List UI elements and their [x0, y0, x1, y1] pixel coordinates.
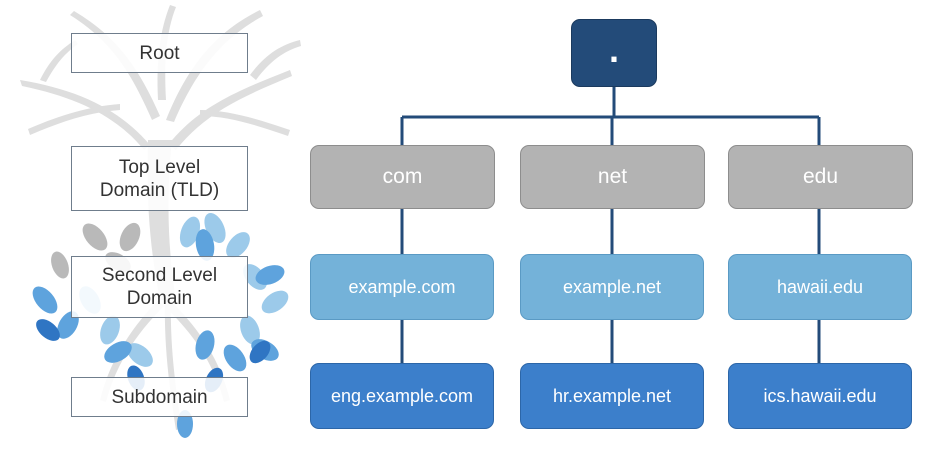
tld-node-com: com	[310, 145, 495, 209]
sld-node-hawaii-edu: hawaii.edu	[728, 254, 912, 320]
sld-node-example-com: example.com	[310, 254, 494, 320]
sld-node-example-net: example.net	[520, 254, 704, 320]
level-label-second-level-domain: Second Level Domain	[71, 256, 248, 318]
subdomain-node-eng-example-com: eng.example.com	[310, 363, 494, 429]
level-label-subdomain: Subdomain	[71, 377, 248, 417]
level-label-tld: Top Level Domain (TLD)	[71, 146, 248, 211]
tld-node-edu: edu	[728, 145, 913, 209]
subdomain-node-hr-example-net: hr.example.net	[520, 363, 704, 429]
subdomain-node-ics-hawaii-edu: ics.hawaii.edu	[728, 363, 912, 429]
root-node: .	[571, 19, 657, 87]
tld-node-net: net	[520, 145, 705, 209]
level-label-root: Root	[71, 33, 248, 73]
